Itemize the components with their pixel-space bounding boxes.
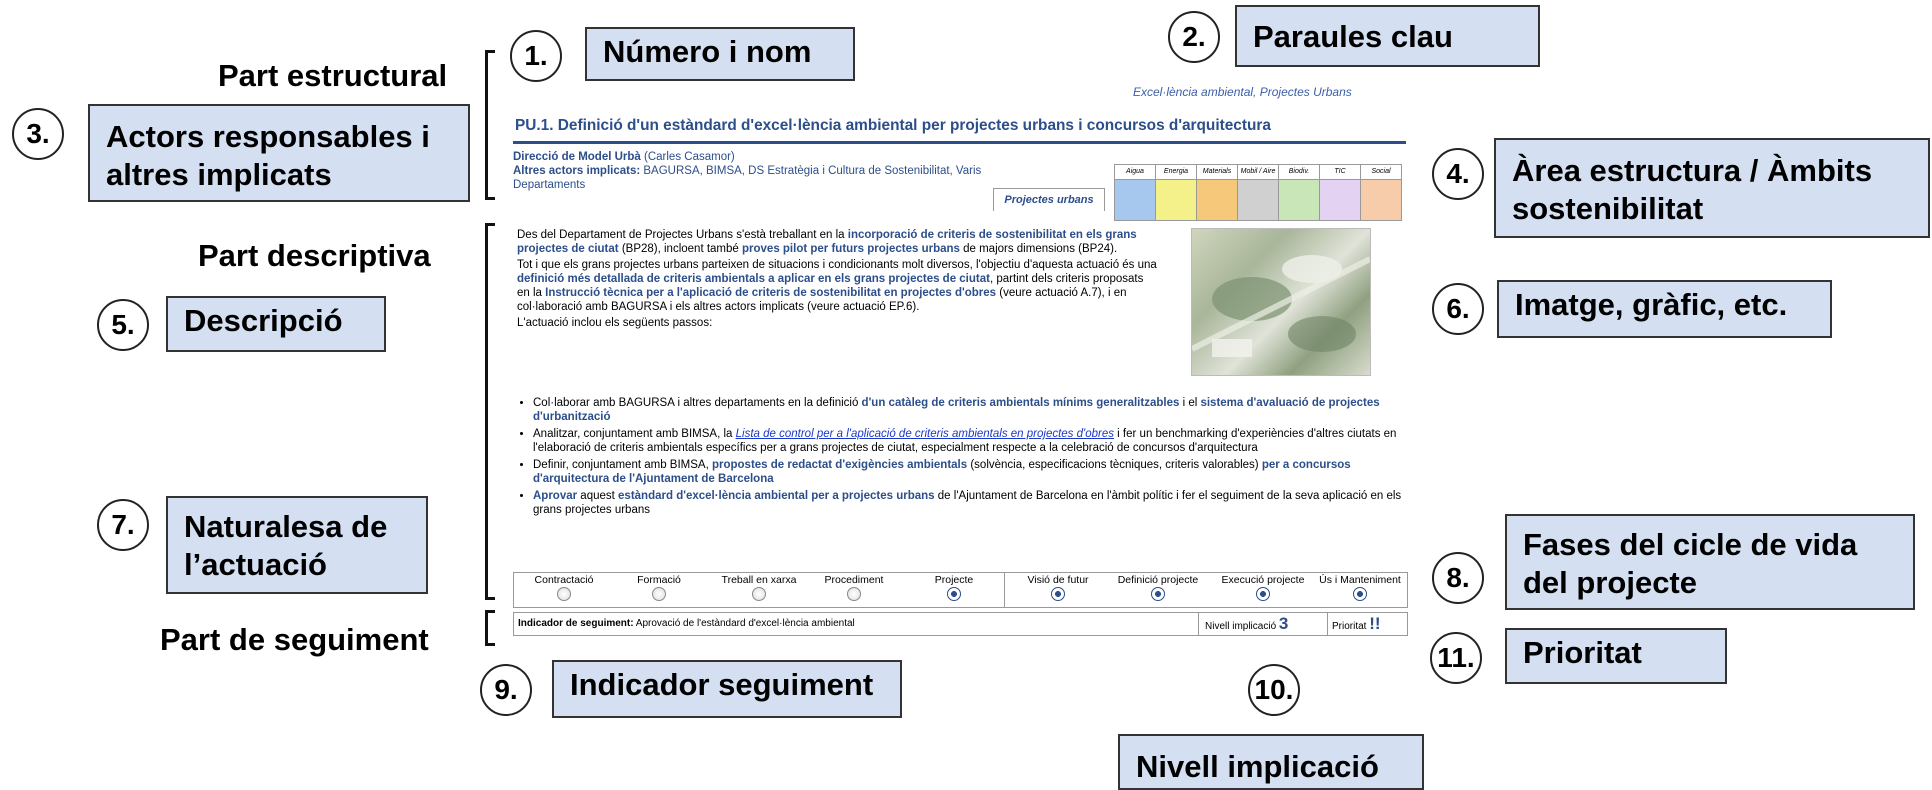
sustainability-ambits: Aigua Energia Materials Mobil / Aire Bio… bbox=[1114, 164, 1402, 221]
ambit-mobilitat-label: Mobil / Aire bbox=[1237, 164, 1279, 180]
part-structural-label: Part estructural bbox=[218, 58, 448, 93]
ambit-aigua-label: Aigua bbox=[1114, 164, 1156, 180]
phase-divider bbox=[1004, 573, 1005, 607]
step-3: Definir, conjuntament amb BIMSA, propost… bbox=[533, 458, 1423, 486]
description-paragraph-2: Tot i que els grans projectes urbans par… bbox=[517, 259, 1157, 313]
part-monitoring-label: Part de seguiment bbox=[160, 622, 429, 657]
indicator-label: Indicador de seguiment: bbox=[518, 618, 634, 629]
callout-label-1: Número i nom bbox=[585, 27, 855, 81]
callout-label-11: Prioritat bbox=[1505, 628, 1727, 684]
step-1: Col·laborar amb BAGURSA i altres departa… bbox=[533, 396, 1423, 424]
ambit-social-label: Social bbox=[1360, 164, 1402, 180]
level-label: Nivell implicació bbox=[1205, 621, 1277, 632]
monitoring-row: Indicador de seguiment: Aprovació de l'e… bbox=[513, 612, 1408, 636]
ambit-energia-label: Energia bbox=[1155, 164, 1197, 180]
ambit-materials-cell bbox=[1196, 179, 1238, 221]
callout-number-7: 7. bbox=[97, 499, 149, 551]
ambit-tic-cell bbox=[1319, 179, 1361, 221]
callout-number-2: 2. bbox=[1168, 11, 1220, 63]
nature-projecte-radio[interactable] bbox=[947, 587, 961, 601]
callout-label-4: Àrea estructura / Àmbits sostenibilitat bbox=[1494, 138, 1930, 238]
callout-number-9: 9. bbox=[480, 664, 532, 716]
part-descriptive-label: Part descriptiva bbox=[198, 238, 431, 273]
indicator: Indicador de seguiment: Aprovació de l'e… bbox=[518, 613, 855, 635]
responsible-actor-person: (Carles Casamor) bbox=[640, 151, 735, 163]
priority-label: Prioritat bbox=[1332, 621, 1367, 632]
callout-number-5: 5. bbox=[97, 299, 149, 351]
nature-formacio-radio[interactable] bbox=[652, 587, 666, 601]
other-actors-list: BAGURSA, BIMSA, DS Estratègia i Cultura … bbox=[513, 165, 982, 191]
step-2: Analitzar, conjuntament amb BIMSA, la Li… bbox=[533, 427, 1423, 455]
level-value: 3 bbox=[1278, 614, 1289, 633]
callout-label-3: Actors responsables i altres implicats bbox=[88, 104, 470, 202]
callout-number-1: 1. bbox=[510, 30, 562, 82]
callout-label-5: Descripció bbox=[166, 296, 386, 352]
level-cell: Nivell implicació 3 bbox=[1198, 613, 1325, 635]
phase-us-i-manteniment: Ús i Manteniment bbox=[1310, 573, 1410, 601]
model-photo-graphic bbox=[1192, 255, 1370, 357]
ambit-energia-cell bbox=[1155, 179, 1197, 221]
step-4: Aprovar aquest estàndard d'excel·lència … bbox=[533, 489, 1423, 517]
action-title: PU.1. Definició d'un estàndard d'excel·l… bbox=[515, 117, 1271, 134]
callout-number-3: 3. bbox=[12, 108, 64, 160]
nature-treball-en-xarxa-radio[interactable] bbox=[752, 587, 766, 601]
callout-label-2: Paraules clau bbox=[1235, 5, 1540, 67]
indicator-text: Aprovació de l'estàndard d'excel·lència … bbox=[633, 618, 855, 629]
other-actors: Altres actors implicats: BAGURSA, BIMSA,… bbox=[513, 164, 993, 192]
project-image bbox=[1191, 228, 1371, 376]
description-paragraph-1: Des del Departament de Projectes Urbans … bbox=[517, 229, 1137, 255]
nature-procediment-radio[interactable] bbox=[847, 587, 861, 601]
descriptive-bracket bbox=[485, 223, 495, 600]
nature-contractacio-radio[interactable] bbox=[557, 587, 571, 601]
callout-number-6: 6. bbox=[1432, 283, 1484, 335]
phase-us-i-manteniment-radio[interactable] bbox=[1353, 587, 1367, 601]
description: Des del Departament de Projectes Urbans … bbox=[517, 228, 1157, 330]
priority-value: !! bbox=[1369, 614, 1381, 633]
responsible-actor: Direcció de Model Urbà (Carles Casamor) bbox=[513, 150, 993, 164]
structural-bracket bbox=[485, 50, 495, 200]
keywords: Excel·lència ambiental, Projectes Urbans bbox=[1133, 85, 1352, 99]
callout-label-7: Naturalesa de l’actuació bbox=[166, 496, 428, 594]
callout-label-9: Indicador seguiment bbox=[552, 660, 902, 718]
ambit-biodiv-cell bbox=[1278, 179, 1320, 221]
control-list-link[interactable]: Lista de control per a l'aplicació de cr… bbox=[735, 428, 1114, 440]
callout-number-8: 8. bbox=[1432, 552, 1484, 604]
phase-definicio-projecte: Definició projecte bbox=[1108, 573, 1208, 601]
other-actors-label: Altres actors implicats: bbox=[513, 165, 641, 177]
phase-definicio-projecte-radio[interactable] bbox=[1151, 587, 1165, 601]
phase-execucio-projecte: Execució projecte bbox=[1213, 573, 1313, 601]
nature-phases-row: Contractació Formació Treball en xarxa P… bbox=[513, 572, 1408, 608]
ambit-social-cell bbox=[1360, 179, 1402, 221]
phase-visio-de-futur-radio[interactable] bbox=[1051, 587, 1065, 601]
responsible-actor-name: Direcció de Model Urbà bbox=[513, 151, 641, 163]
callout-label-10: Nivell implicació bbox=[1118, 734, 1424, 790]
title-rule bbox=[513, 141, 1406, 144]
ambit-biodiv-label: Biodiv. bbox=[1278, 164, 1320, 180]
nature-treball-en-xarxa: Treball en xarxa bbox=[709, 573, 809, 601]
callout-number-4: 4. bbox=[1432, 148, 1484, 200]
nature-projecte: Projecte bbox=[904, 573, 1004, 601]
actors-block: Direcció de Model Urbà (Carles Casamor) … bbox=[513, 150, 993, 192]
description-paragraph-3: L'actuació inclou els següents passos: bbox=[517, 317, 713, 329]
area-cell: Projectes urbans bbox=[993, 188, 1105, 211]
ambit-tic-label: TIC bbox=[1319, 164, 1361, 180]
priority-cell: Prioritat !! bbox=[1327, 613, 1412, 635]
callout-label-6: Imatge, gràfic, etc. bbox=[1497, 280, 1832, 338]
action-steps: Col·laborar amb BAGURSA i altres departa… bbox=[507, 396, 1423, 517]
nature-contractacio: Contractació bbox=[514, 573, 614, 601]
phase-visio-de-futur: Visió de futur bbox=[1008, 573, 1108, 601]
nature-procediment: Procediment bbox=[804, 573, 904, 601]
phase-execucio-projecte-radio[interactable] bbox=[1256, 587, 1270, 601]
callout-number-10: 10. bbox=[1248, 664, 1300, 716]
monitoring-bracket bbox=[485, 610, 495, 646]
callout-label-8: Fases del cicle de vida del projecte bbox=[1505, 514, 1915, 610]
nature-formacio: Formació bbox=[609, 573, 709, 601]
ambit-mobilitat-cell bbox=[1237, 179, 1279, 221]
ambit-aigua-cell bbox=[1114, 179, 1156, 221]
ambit-materials-label: Materials bbox=[1196, 164, 1238, 180]
callout-number-11: 11. bbox=[1430, 632, 1482, 684]
